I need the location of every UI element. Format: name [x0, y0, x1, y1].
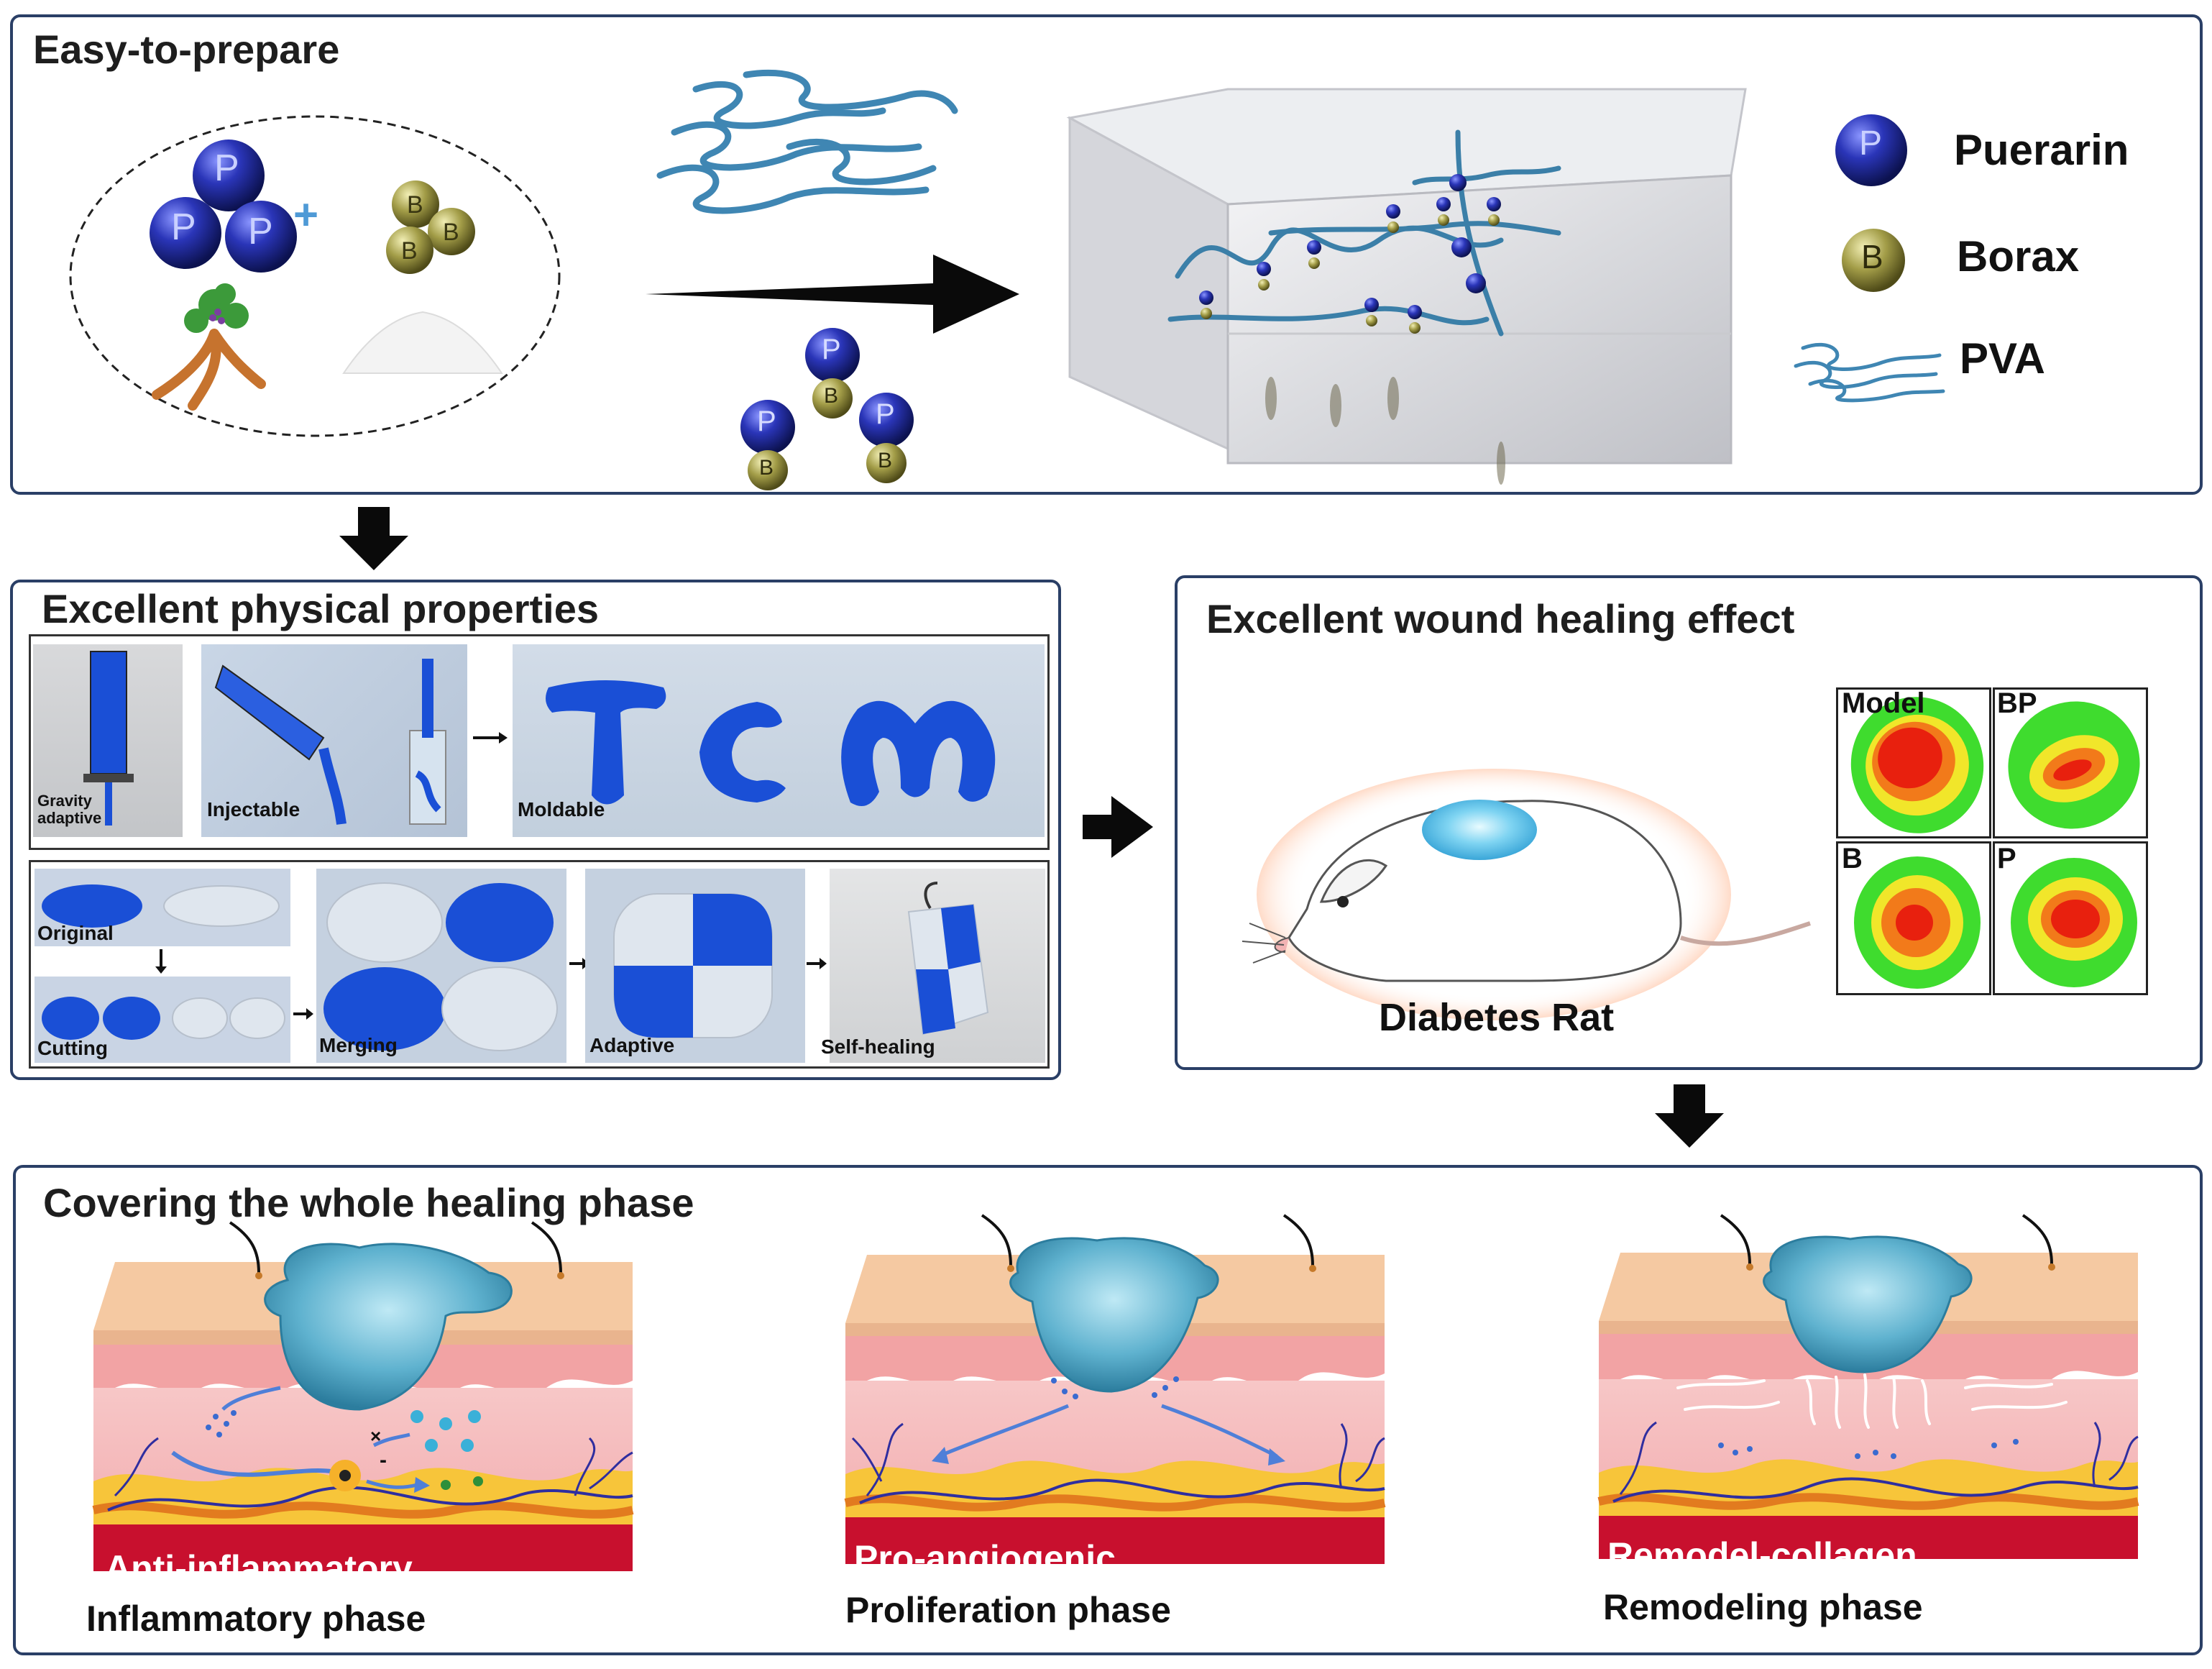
self-healing-label: Self-healing: [821, 1035, 935, 1058]
p-symbol: P: [822, 334, 841, 365]
b-symbol: B: [878, 449, 893, 472]
arrow-down-to-physical: [339, 507, 408, 570]
gravity-label: Gravity adaptive: [37, 792, 102, 827]
b-symbol: B: [1861, 238, 1883, 275]
synthesis-arrow: [646, 255, 1019, 334]
b-symbol: B: [407, 191, 423, 219]
wound-title: Excellent wound healing effect: [1206, 596, 1795, 641]
b-symbol: B: [401, 237, 418, 265]
p-symbol: P: [1859, 124, 1883, 163]
skin-section-remodeling: [1597, 1214, 2139, 1559]
physical-row-1: [29, 634, 1050, 850]
heatmap-p-label: P: [1997, 843, 2016, 874]
pb-complex-icon: [740, 328, 914, 490]
heatmap-b: [1836, 841, 1991, 995]
rat-label: Diabetes Rat: [1379, 996, 1615, 1039]
effect-remodel-collagen: Remodel-collagen: [1607, 1535, 1917, 1576]
plus-sign: +: [293, 191, 319, 239]
physical-title: Excellent physical properties: [42, 586, 599, 631]
cutting-label: Cutting: [37, 1037, 108, 1059]
diabetes-rat-illustration: [1242, 769, 1811, 1020]
ingredients-ellipse: [69, 115, 561, 437]
phase-title: Covering the whole healing phase: [43, 1180, 694, 1225]
arrow-right-to-wound: [1083, 796, 1153, 858]
merging-label: Merging: [319, 1034, 398, 1056]
skin-section-proliferation: [844, 1214, 1386, 1564]
p-symbol: P: [248, 211, 273, 252]
down-arrow-small-icon: [155, 949, 167, 974]
heatmap-bp: [1993, 687, 2148, 838]
b-symbol: B: [759, 456, 774, 480]
adaptive-photo: [585, 869, 805, 1063]
phase-proliferation: Proliferation phase: [845, 1590, 1171, 1630]
small-arrow-icon: [569, 958, 589, 969]
wound-panel: Excellent wound healing effect Diabetes …: [1175, 575, 2203, 1070]
b-symbol: B: [443, 219, 459, 246]
svg-text:×: ×: [370, 1425, 381, 1447]
b-symbol: B: [824, 384, 839, 408]
legend-pva-icon: [1794, 342, 1945, 403]
heatmap-b-label: B: [1842, 843, 1863, 874]
legend-puerarin-label: Puerarin: [1954, 126, 2129, 174]
phase-remodeling: Remodeling phase: [1603, 1587, 1923, 1627]
injectable-label: Injectable: [207, 798, 300, 820]
prepare-title: Easy-to-prepare: [33, 27, 340, 72]
self-healing-photo: [830, 869, 1045, 1063]
heatmap-bp-label: BP: [1997, 687, 2037, 719]
puerarin-cluster-icon: [150, 140, 297, 273]
effect-pro-angiogenic: Pro-angiogenic: [854, 1538, 1116, 1578]
heatmap-model: [1836, 687, 1991, 838]
gravity-photo: [33, 644, 183, 837]
injectable-photo: [201, 644, 467, 837]
small-arrow-icon: [807, 958, 827, 969]
phase-inflammatory: Inflammatory phase: [86, 1599, 426, 1639]
legend-pva-label: PVA: [1960, 334, 2045, 383]
original-photo: [35, 869, 290, 946]
borax-cluster-icon: [386, 180, 475, 274]
heatmap-p: [1993, 841, 2148, 995]
p-symbol: P: [876, 398, 895, 430]
p-symbol: P: [171, 206, 196, 248]
borax-powder-icon: [342, 311, 503, 374]
arrow-down-to-phases: [1655, 1084, 1724, 1148]
original-label: Original: [37, 922, 114, 944]
p-symbol: P: [214, 147, 239, 189]
effect-anti-inflammatory: Anti-inflammatory: [105, 1548, 413, 1588]
adaptive-label: Adaptive: [589, 1034, 675, 1056]
legend-puerarin-icon: [1835, 114, 1907, 186]
legend-borax-label: Borax: [1957, 232, 2080, 280]
skin-section-inflammatory: × -: [92, 1221, 634, 1571]
p-symbol: P: [757, 406, 776, 437]
cutting-photo: [35, 977, 290, 1063]
moldable-label: Moldable: [518, 798, 605, 820]
herb-root-icon: [152, 283, 266, 411]
small-arrow-icon: [293, 1008, 313, 1020]
small-arrow-icon: [473, 732, 508, 744]
hydrogel-network-block: [1066, 88, 1747, 485]
heatmap-model-label: Model: [1842, 687, 1925, 719]
physical-panel: Excellent physical properties Gravity ad…: [10, 580, 1061, 1080]
pva-strands-icon: [656, 69, 958, 214]
physical-row-2: [29, 860, 1050, 1069]
legend-borax-icon: [1842, 229, 1905, 292]
prepare-panel: Easy-to-prepare + P P P B B B: [10, 14, 2203, 495]
merging-photo: [316, 869, 566, 1063]
moldable-photo: [513, 644, 1045, 837]
svg-text:-: -: [380, 1448, 387, 1472]
